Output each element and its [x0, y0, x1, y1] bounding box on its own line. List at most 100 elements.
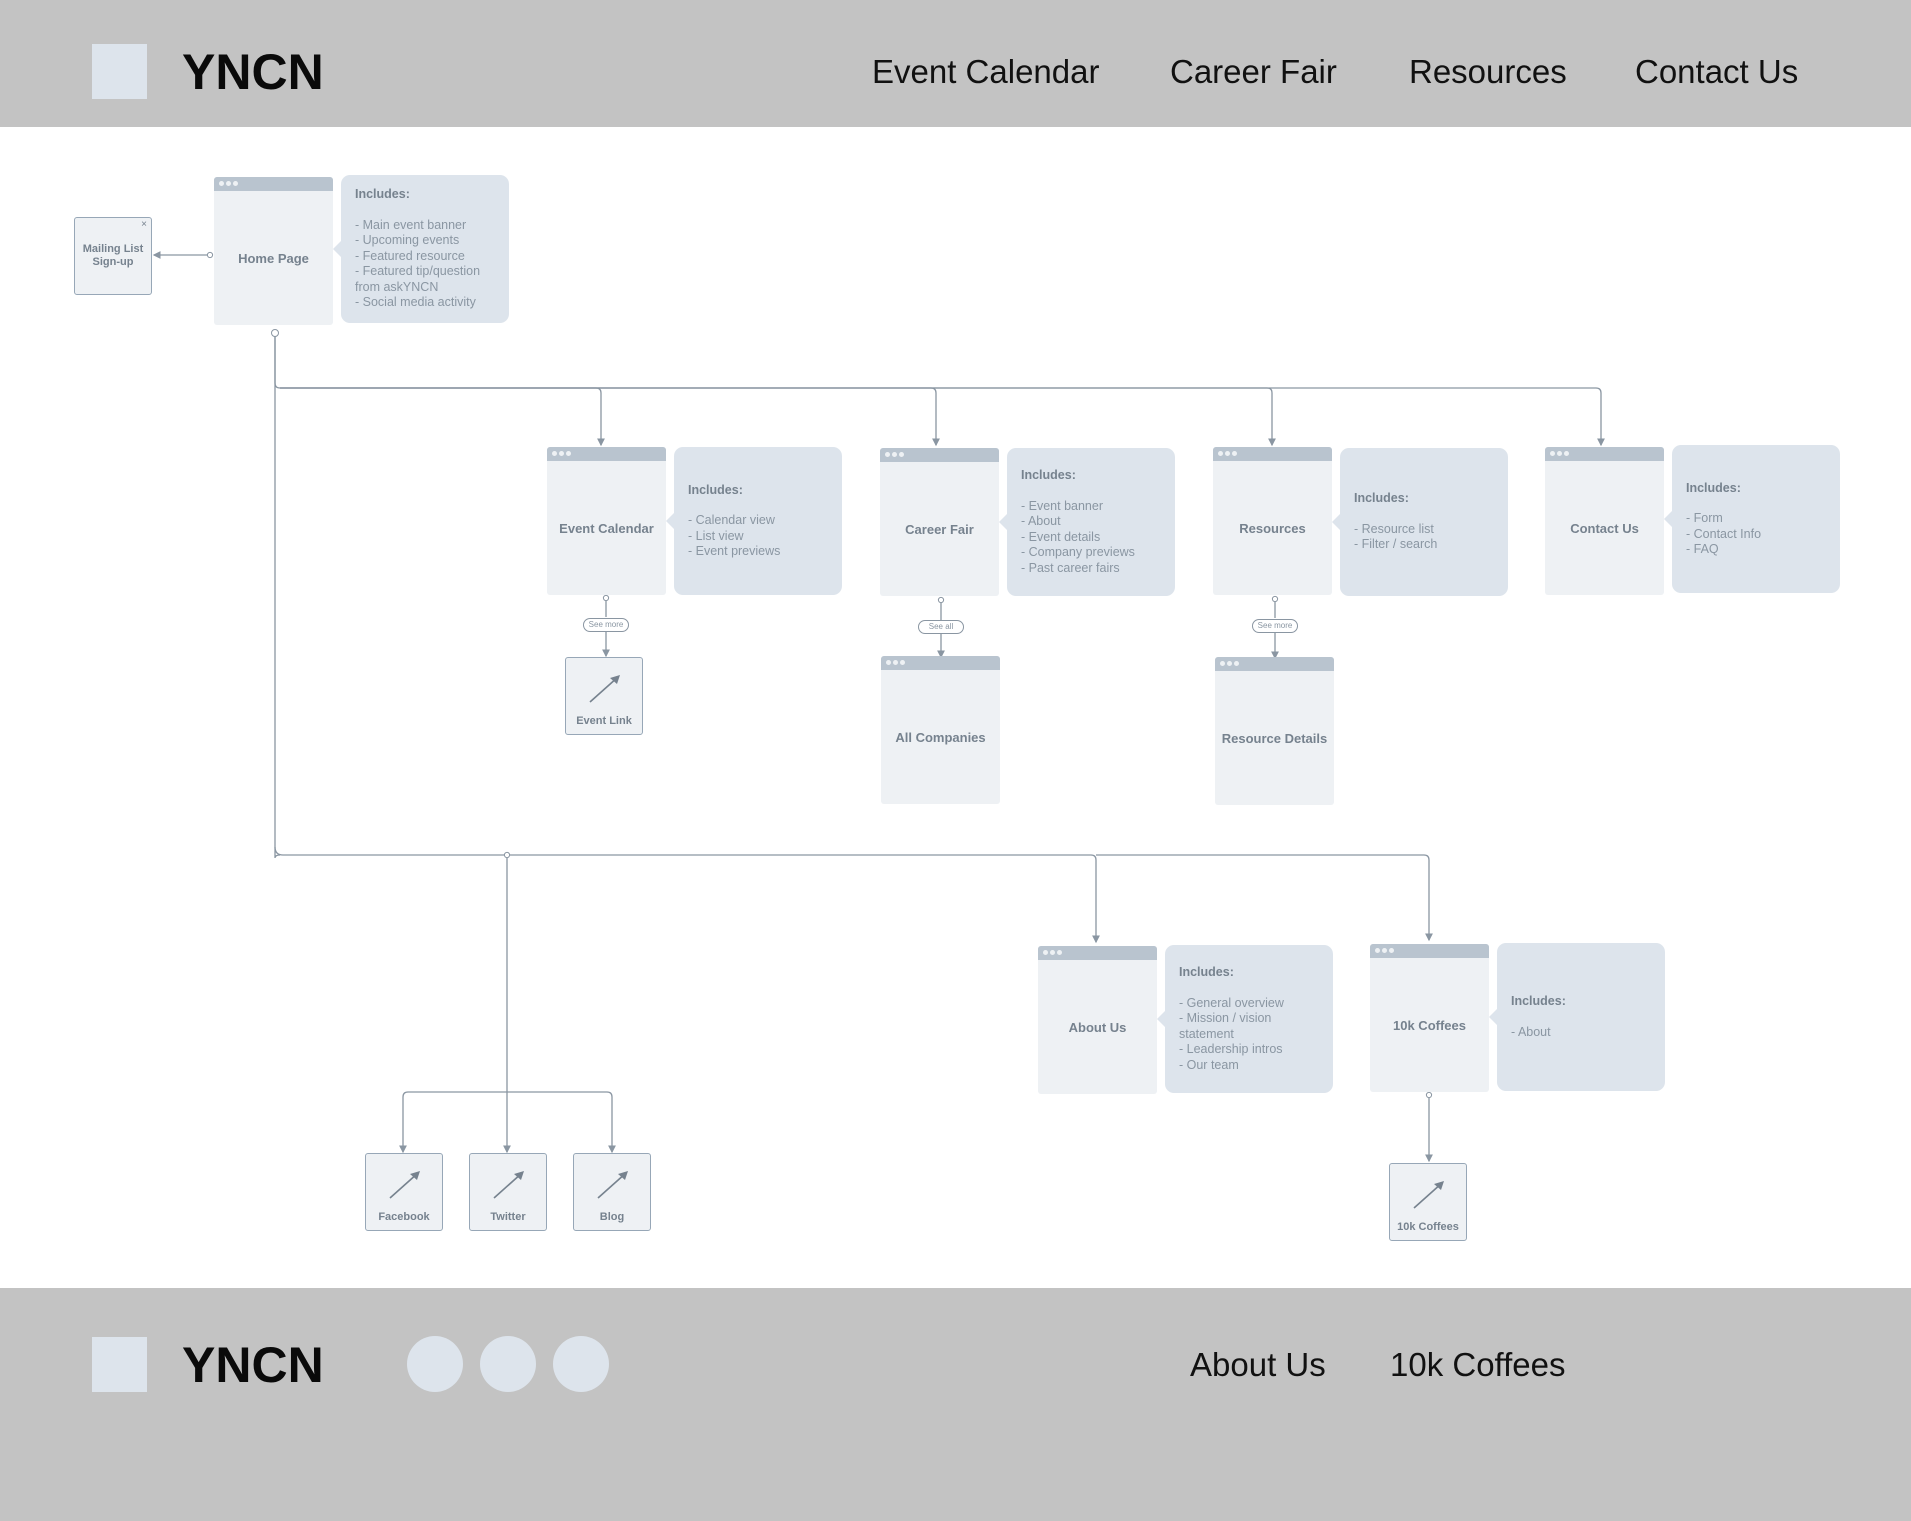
page-label: Home Page [238, 250, 309, 266]
see-more-connector[interactable]: See more [1252, 619, 1298, 633]
list-item: - Filter / search [1354, 537, 1438, 552]
list-item: - Resource list [1354, 521, 1434, 536]
list-item: - Contact Info [1686, 526, 1762, 541]
list-item: - Social media activity [355, 295, 476, 310]
sitemap-diagram: × Mailing List Sign-up Home Page Include… [0, 127, 1911, 1288]
includes-list: - Event banner - About - Event details -… [1021, 499, 1161, 577]
10k-coffees-link-node[interactable]: 10k Coffees [1389, 1163, 1467, 1241]
note-heading: Includes: [1179, 965, 1234, 979]
list-item: - General overview [1179, 995, 1284, 1010]
brand-name[interactable]: YNCN [182, 44, 324, 100]
includes-list: - Main event banner - Upcoming events - … [355, 218, 495, 311]
link-label: Blog [599, 1211, 625, 1223]
about-us-page-node[interactable]: About Us [1038, 946, 1157, 1094]
list-item: - Featured resource [355, 248, 465, 263]
nav-contact-us[interactable]: Contact Us [1635, 53, 1799, 90]
window-titlebar [547, 447, 666, 461]
list-item: - Company previews [1021, 545, 1135, 559]
list-item: - Event previews [688, 544, 781, 558]
home-page-includes-note: Includes: - Main event banner - Upcoming… [333, 175, 509, 323]
10k-coffees-page-node[interactable]: 10k Coffees [1370, 944, 1489, 1092]
mailing-list-popup-node[interactable]: × Mailing List Sign-up [74, 217, 152, 295]
page-label: Event Calendar [559, 520, 654, 536]
page-label: 10k Coffees [1393, 1017, 1466, 1033]
page-label: All Companies [895, 729, 986, 745]
note-heading: Includes: [1021, 468, 1076, 482]
social-circle-icon[interactable] [407, 1336, 463, 1392]
nav-event-calendar[interactable]: Event Calendar [872, 53, 1100, 90]
resource-details-page-node[interactable]: Resource Details [1215, 657, 1334, 805]
see-more-connector[interactable]: See more [583, 618, 629, 632]
career-fair-includes-note: Includes: - Event banner - About - Event… [999, 448, 1175, 596]
contact-us-includes-note: Includes: - Form - Contact Info - FAQ [1664, 445, 1840, 593]
event-link-node[interactable]: Event Link [565, 657, 643, 735]
link-label: Twitter [490, 1211, 526, 1223]
includes-list: - Form - Contact Info - FAQ [1686, 511, 1826, 558]
list-item: - About [1021, 514, 1061, 528]
list-item: - FAQ [1686, 542, 1719, 556]
event-calendar-includes-note: Includes: - Calendar view - List view - … [666, 447, 842, 595]
window-titlebar [1215, 657, 1334, 671]
social-circle-icon[interactable] [480, 1336, 536, 1392]
nav-career-fair[interactable]: Career Fair [1170, 53, 1337, 90]
page-label: Contact Us [1570, 520, 1639, 536]
see-all-connector[interactable]: See all [918, 620, 964, 634]
list-item: - About [1511, 1024, 1551, 1039]
contact-us-page-node[interactable]: Contact Us [1545, 447, 1664, 595]
link-label: Facebook [378, 1211, 430, 1223]
close-icon[interactable]: × [141, 219, 147, 230]
social-circle-icon[interactable] [553, 1336, 609, 1392]
window-titlebar [880, 448, 999, 462]
note-heading: Includes: [688, 482, 743, 497]
twitter-link-node[interactable]: Twitter [469, 1153, 547, 1231]
site-footer: YNCN About Us 10k Coffees [0, 1288, 1911, 1521]
external-link-arrow-icon [389, 1171, 420, 1199]
nav-resources[interactable]: Resources [1409, 53, 1567, 90]
list-item: - Form [1686, 511, 1723, 525]
note-heading: Includes: [1354, 491, 1409, 506]
external-link-arrow-icon [1413, 1181, 1444, 1209]
logo-placeholder-icon[interactable] [92, 44, 147, 99]
external-link-arrow-icon [597, 1171, 628, 1199]
page-label: Resources [1239, 520, 1306, 536]
event-calendar-page-node[interactable]: Event Calendar [547, 447, 666, 595]
10k-coffees-includes-note: Includes: - About [1489, 943, 1665, 1091]
resources-page-node[interactable]: Resources [1213, 447, 1332, 595]
window-titlebar [214, 177, 333, 191]
blog-link-node[interactable]: Blog [573, 1153, 651, 1231]
list-item: - Mission / vision statement [1179, 1011, 1272, 1041]
window-titlebar [1213, 447, 1332, 461]
all-companies-page-node[interactable]: All Companies [881, 656, 1000, 804]
page-label: Resource Details [1221, 730, 1328, 746]
includes-list: - Calendar view - List view - Event prev… [688, 513, 828, 560]
list-item: - Event details [1021, 529, 1101, 544]
list-item: - Calendar view [688, 513, 775, 527]
home-page-node[interactable]: Home Page [214, 177, 333, 325]
popup-label: Mailing List Sign-up [82, 243, 144, 268]
about-us-includes-note: Includes: - General overview - Mission /… [1157, 945, 1333, 1093]
window-titlebar [881, 656, 1000, 670]
footer-link-10k-coffees[interactable]: 10k Coffees [1390, 1346, 1566, 1383]
page-label: Career Fair [905, 521, 974, 537]
facebook-link-node[interactable]: Facebook [365, 1153, 443, 1231]
brand-name[interactable]: YNCN [182, 1337, 324, 1393]
external-link-arrow-icon [493, 1171, 524, 1199]
window-titlebar [1545, 447, 1664, 461]
resources-includes-note: Includes: - Resource list - Filter / sea… [1332, 448, 1508, 596]
list-item: - List view [688, 528, 744, 543]
includes-list: - General overview - Mission / vision st… [1179, 996, 1319, 1074]
note-heading: Includes: [1511, 994, 1566, 1008]
includes-list: - About [1511, 1025, 1651, 1041]
external-link-arrow-icon [589, 675, 620, 703]
includes-list: - Resource list - Filter / search [1354, 522, 1494, 553]
logo-placeholder-icon[interactable] [92, 1337, 147, 1392]
career-fair-page-node[interactable]: Career Fair [880, 448, 999, 596]
list-item: - Leadership intros [1179, 1042, 1283, 1056]
link-label: Event Link [576, 715, 632, 727]
footer-link-about-us[interactable]: About Us [1190, 1346, 1326, 1383]
list-item: - Main event banner [355, 217, 467, 232]
list-item: - Past career fairs [1021, 560, 1120, 575]
list-item: - Upcoming events [355, 233, 460, 248]
list-item: - Featured tip/question from askYNCN [355, 264, 481, 294]
window-titlebar [1370, 944, 1489, 958]
